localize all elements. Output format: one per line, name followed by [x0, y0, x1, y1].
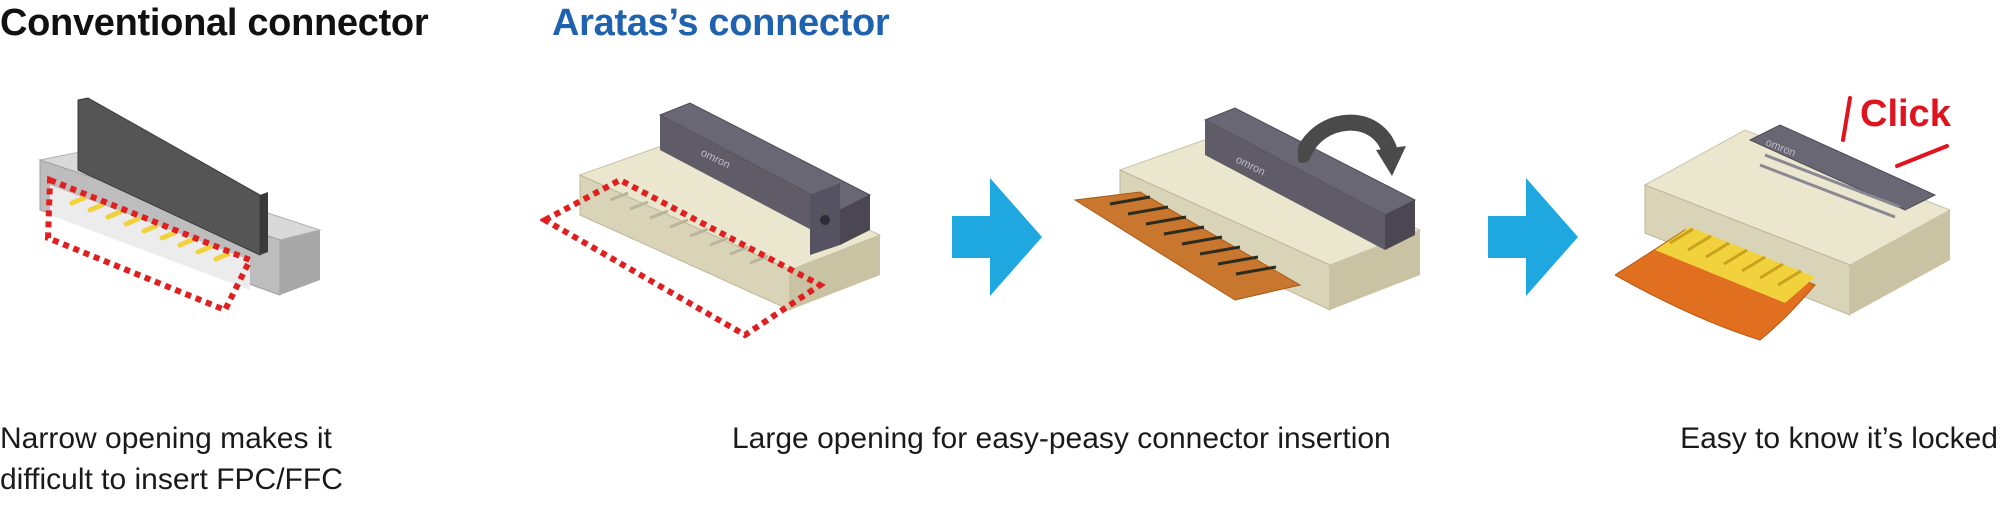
click-callout: Click — [1841, 93, 1952, 168]
actuator-end — [840, 195, 870, 245]
locked-fpc-cable — [1615, 229, 1816, 341]
open-contacts — [609, 191, 769, 265]
rotate-arrow-icon — [1298, 114, 1406, 176]
large-opening-caption: Large opening for easy-peasy connector i… — [732, 422, 1391, 455]
locked-caption: Easy to know it’s locked — [1680, 422, 1998, 455]
aratas-insertion-figure: omron — [1073, 107, 1422, 311]
conventional-connector-figure — [38, 97, 322, 314]
click-accent-right — [1895, 144, 1949, 168]
aratas-opening-highlight — [540, 176, 826, 339]
actuator-front — [660, 115, 840, 245]
click-label: Click — [1860, 93, 1952, 135]
conventional-caption: Narrow opening makes it difficult to ins… — [0, 418, 430, 500]
aratas-heading: Aratas’s connector — [552, 2, 890, 44]
conventional-heading: Conventional connector — [0, 2, 429, 44]
insert-actuator-end — [1385, 200, 1415, 250]
conventional-opening-highlight — [44, 175, 255, 314]
fpc-traces — [1109, 195, 1277, 276]
right-arrow-icon — [1488, 178, 1578, 296]
aratas-open-figure: omron — [540, 102, 882, 339]
locked-fpc-traces — [1669, 227, 1802, 287]
locked-housing-side — [1850, 210, 1950, 315]
click-accent-left — [1841, 96, 1852, 142]
conventional-base-side — [280, 230, 320, 295]
locked-actuator — [1748, 124, 1937, 211]
latch-hole — [820, 215, 830, 225]
conventional-lid-edge — [260, 192, 268, 255]
insert-housing-side — [1330, 230, 1420, 310]
aratas-locked-figure: omron — [1615, 124, 1952, 341]
conventional-channel — [50, 185, 250, 290]
conventional-contacts — [69, 195, 231, 262]
locked-slots — [1759, 153, 1901, 219]
conventional-caption-line1: Narrow opening makes it — [0, 422, 332, 455]
conventional-caption-line2: difficult to insert FPC/FFC — [0, 463, 343, 496]
insert-actuator-front — [1205, 120, 1385, 250]
right-arrow-icon — [952, 178, 1042, 296]
